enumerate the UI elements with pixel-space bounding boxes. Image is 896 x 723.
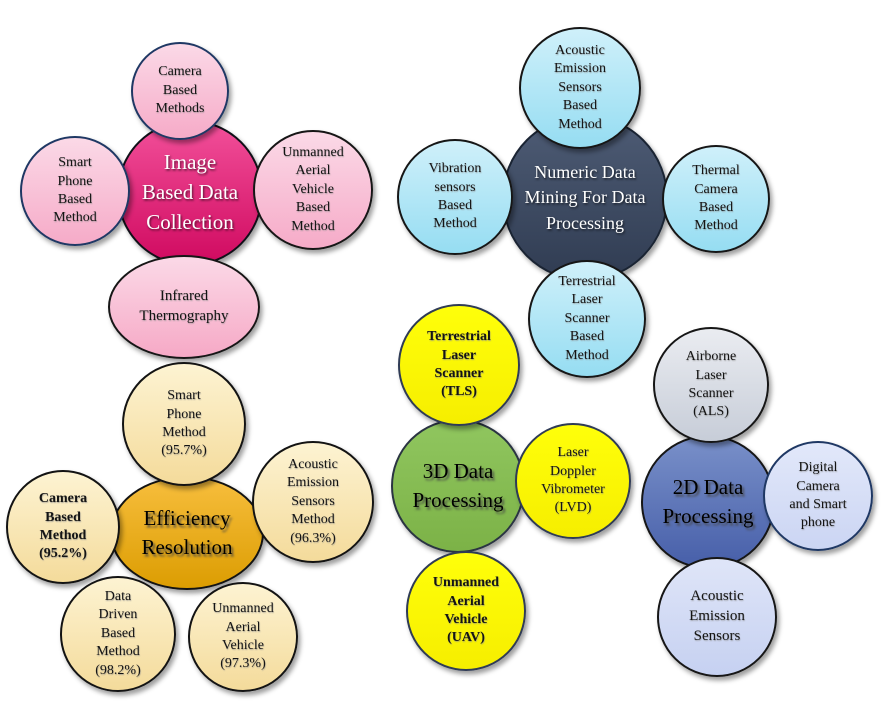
smart-phone-method-label: SmartPhoneMethod(95.7%) [161,388,207,459]
data-driven-based-method: DataDrivenBasedMethod(98.2%) [60,576,176,692]
infrared-thermography: InfraredThermography [108,255,260,359]
thermal-camera-based-method: ThermalCameraBasedMethod [662,145,770,253]
3d-data-processing-center: 3D DataProcessing [391,419,525,553]
airborne-laser-scanner-als-label: AirborneLaserScanner(ALS) [685,349,737,420]
efficiency-resolution-center: EfficiencyResolution [110,476,264,590]
infrared-thermography-label: InfraredThermography [139,288,229,324]
unmanned-aerial-vehicle-uav: UnmannedAerialVehicle(UAV) [406,551,526,671]
laser-doppler-vibrometer-lvd: LaserDopplerVibrometer(LVD) [515,423,631,539]
2d-data-processing-center-label: 2D DataProcessing [662,475,754,528]
acoustic-emission-sensors: AcousticEmissionSensors [657,557,777,677]
unmanned-aerial-vehicle-based-method-label: UnmannedAerialVehicleBasedMethod [282,144,344,234]
unmanned-aerial-vehicle-based-method: UnmannedAerialVehicleBasedMethod [253,130,373,250]
terrestrial-laser-scanner-based-method-label: TerrestrialLaserScannerBasedMethod [558,273,616,363]
digital-camera-and-smart-phone-label: DigitalCameraand Smartphone [789,460,847,531]
terrestrial-laser-scanner-tls-label: TerrestrialLaserScanner(TLS) [427,329,491,400]
thermal-camera-based-method-label: ThermalCameraBasedMethod [692,163,740,234]
camera-based-methods-label: CameraBasedMethods [155,64,205,117]
smart-phone-method: SmartPhoneMethod(95.7%) [122,362,246,486]
camera-based-method-label: CameraBasedMethod(95.2%) [38,491,88,562]
acoustic-emission-sensors-method: AcousticEmissionSensorsMethod(96.3%) [252,441,374,563]
3d-data-processing-center-label: 3D DataProcessing [412,459,504,512]
laser-doppler-vibrometer-lvd-label: LaserDopplerVibrometer(LVD) [541,445,605,516]
smart-phone-based-method: SmartPhoneBasedMethod [20,136,130,246]
vibration-sensors-based-method: VibrationsensorsBasedMethod [397,139,513,255]
unmanned-aerial-vehicle-uav-label: UnmannedAerialVehicle(UAV) [432,575,500,646]
camera-based-methods: CameraBasedMethods [131,42,229,140]
digital-camera-and-smart-phone: DigitalCameraand Smartphone [763,441,873,551]
2d-data-processing-center: 2D DataProcessing [641,435,775,569]
terrestrial-laser-scanner-tls: TerrestrialLaserScanner(TLS) [398,304,520,426]
data-driven-based-method-label: DataDrivenBasedMethod(98.2%) [95,588,141,678]
acoustic-emission-sensors-method-label: AcousticEmissionSensorsMethod(96.3%) [286,456,340,546]
image-based-data-collection-center-label: ImageBased DataCollection [141,150,239,234]
unmanned-aerial-vehicle-efficiency: UnmannedAerialVehicle(97.3%) [188,582,298,692]
acoustic-emission-sensors-based-method: AcousticEmissionSensorsBasedMethod [519,27,641,149]
acoustic-emission-sensors-based-method-label: AcousticEmissionSensorsBasedMethod [553,42,607,132]
terrestrial-laser-scanner-based-method: TerrestrialLaserScannerBasedMethod [528,260,646,378]
image-based-data-collection-center: ImageBased DataCollection [117,120,263,266]
unmanned-aerial-vehicle-efficiency-label: UnmannedAerialVehicle(97.3%) [212,601,274,672]
vibration-sensors-based-method-label: VibrationsensorsBasedMethod [428,161,482,232]
acoustic-emission-sensors-label: AcousticEmissionSensors [689,588,745,644]
efficiency-resolution-center-label: EfficiencyResolution [141,506,233,559]
camera-based-method: CameraBasedMethod(95.2%) [6,470,120,584]
airborne-laser-scanner-als: AirborneLaserScanner(ALS) [653,327,769,443]
numeric-data-mining-center-label: Numeric DataMining For DataProcessing [524,161,646,233]
smart-phone-based-method-label: SmartPhoneBasedMethod [53,155,97,226]
